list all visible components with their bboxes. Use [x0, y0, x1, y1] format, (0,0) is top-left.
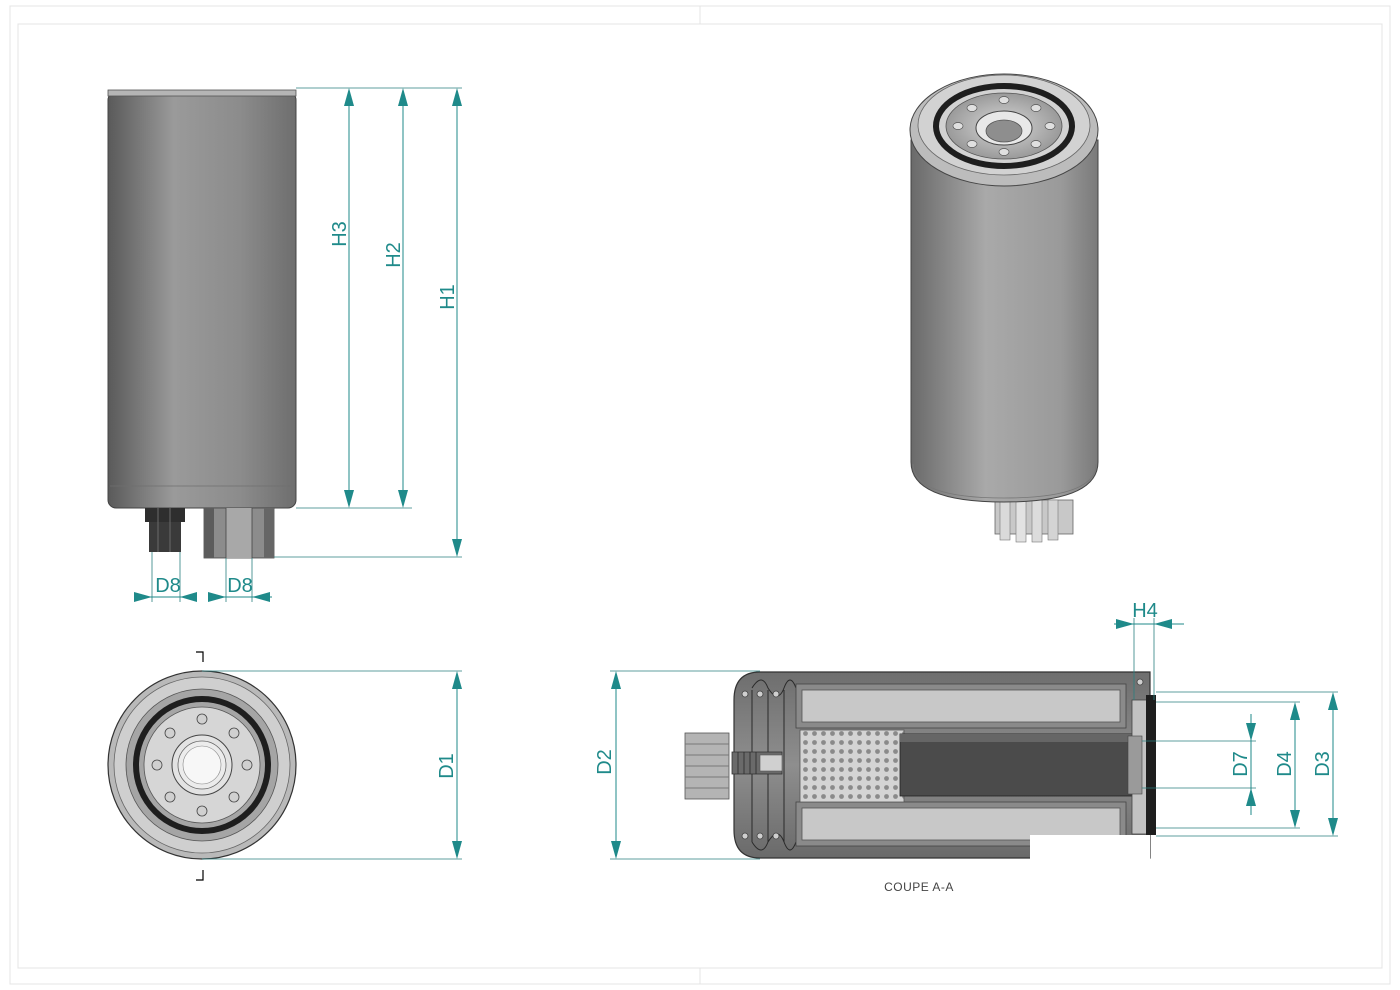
dim-label-h4: H4 — [1132, 600, 1158, 622]
isometric-view — [909, 73, 1099, 543]
drawing-frame — [9, 5, 1391, 985]
dim-label-d8-left: D8 — [155, 575, 181, 597]
dim-label-h1: H1 — [437, 284, 459, 310]
top-view — [107, 651, 297, 881]
dim-label-d8-right: D8 — [227, 575, 253, 597]
section-dimensions: D2 H4 D3 D4 D7 COUPE A-A — [594, 600, 1338, 894]
filter-body — [107, 91, 297, 509]
front-dimensions: H3 H2 H1 D8 D8 — [134, 87, 462, 602]
dim-label-d2: D2 — [594, 749, 616, 775]
dim-label-h3: H3 — [329, 221, 351, 247]
dim-label-d7: D7 — [1230, 751, 1252, 777]
dim-label-d4: D4 — [1274, 751, 1296, 777]
section-view — [684, 671, 1156, 861]
top-dimensions: D1 — [202, 670, 462, 860]
section-caption: COUPE A-A — [884, 880, 954, 894]
dim-label-d1: D1 — [436, 753, 458, 779]
drain-fitting — [145, 508, 185, 552]
threaded-connector — [203, 507, 275, 559]
dim-label-h2: H2 — [383, 242, 405, 268]
front-view — [107, 89, 297, 559]
dim-label-d3: D3 — [1312, 751, 1334, 777]
